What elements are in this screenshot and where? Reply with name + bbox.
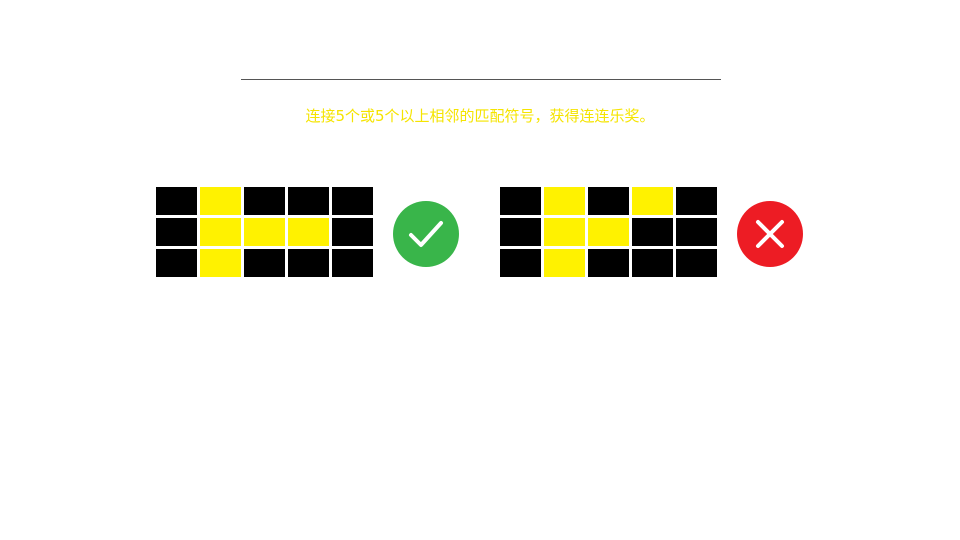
matched-symbol-cell <box>244 218 285 246</box>
empty-cell <box>332 249 373 277</box>
matched-symbol-cell <box>588 218 629 246</box>
matched-symbol-cell <box>288 218 329 246</box>
empty-cell <box>288 249 329 277</box>
empty-cell <box>156 187 197 215</box>
empty-cell <box>156 249 197 277</box>
empty-cell <box>676 218 717 246</box>
valid-badge <box>393 201 459 267</box>
invalid-badge <box>737 201 803 267</box>
matched-symbol-cell <box>544 249 585 277</box>
empty-cell <box>632 249 673 277</box>
empty-cell <box>244 187 285 215</box>
instruction-text: 连接5个或5个以上相邻的匹配符号，获得连连乐奖。 <box>305 107 655 125</box>
matched-symbol-cell <box>200 249 241 277</box>
empty-cell <box>332 187 373 215</box>
empty-cell <box>500 249 541 277</box>
empty-cell <box>244 249 285 277</box>
empty-cell <box>332 218 373 246</box>
matched-symbol-cell <box>632 187 673 215</box>
divider-line <box>241 79 721 80</box>
empty-cell <box>588 187 629 215</box>
cross-icon <box>737 201 803 267</box>
empty-cell <box>500 187 541 215</box>
empty-cell <box>676 187 717 215</box>
empty-cell <box>676 249 717 277</box>
valid-example-grid <box>156 187 373 277</box>
empty-cell <box>156 218 197 246</box>
empty-cell <box>500 218 541 246</box>
matched-symbol-cell <box>544 218 585 246</box>
empty-cell <box>288 187 329 215</box>
invalid-example-grid <box>500 187 717 277</box>
matched-symbol-cell <box>200 218 241 246</box>
matched-symbol-cell <box>544 187 585 215</box>
checkmark-icon <box>393 201 459 267</box>
empty-cell <box>588 249 629 277</box>
matched-symbol-cell <box>200 187 241 215</box>
empty-cell <box>632 218 673 246</box>
